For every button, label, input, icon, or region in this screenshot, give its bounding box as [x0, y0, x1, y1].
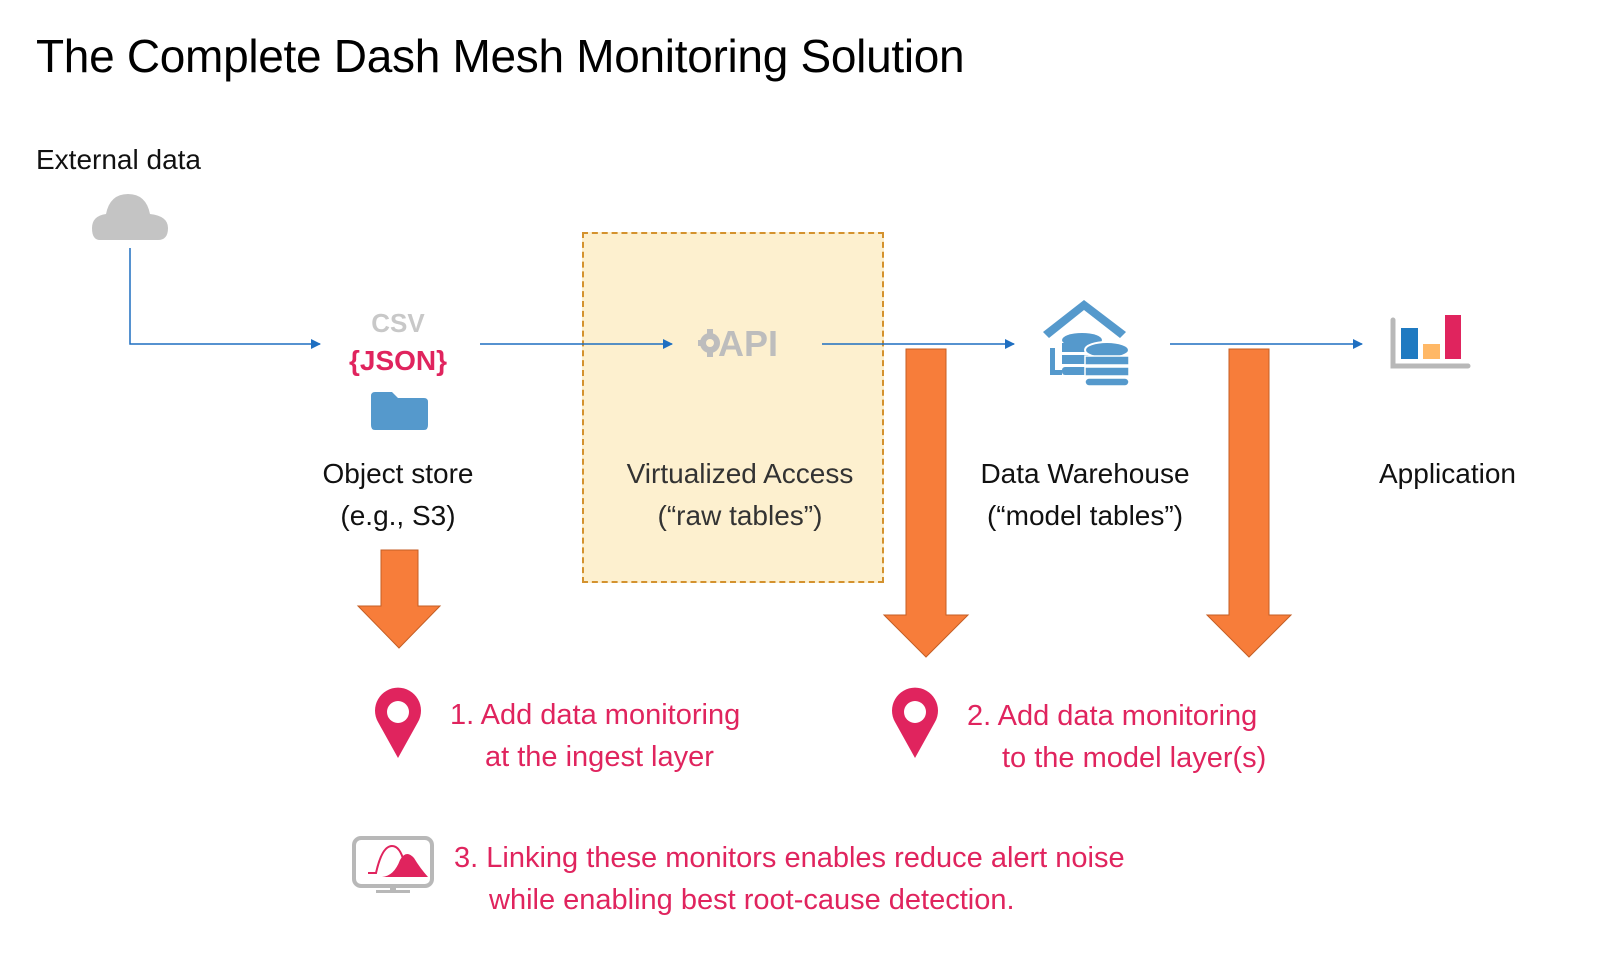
object-store-label-line2: (e.g., S3): [340, 500, 456, 531]
note-ingest-line2: at the ingest layer: [485, 741, 714, 773]
object-store-label-line1: Object store: [322, 458, 474, 489]
note-linking-line2: while enabling best root-cause detection…: [489, 884, 1015, 916]
note-model-layer: 2. Add data monitoring to the model laye…: [967, 695, 1266, 779]
application-label-line1: Application: [1379, 458, 1516, 489]
monitor-distribution-icon: [352, 836, 434, 893]
virtualized-access-box: [582, 232, 884, 583]
monitor-arrow-ingest: [356, 549, 442, 649]
application-label: Application: [1355, 453, 1540, 495]
data-warehouse-label-line1: Data Warehouse: [980, 458, 1190, 489]
data-warehouse-label-line2: (“model tables”): [986, 500, 1184, 531]
virtualized-access-label: Virtualized Access (“raw tables”): [595, 453, 885, 537]
external-data-label: External data: [36, 144, 201, 175]
note-model-line1: 2. Add data monitoring: [967, 700, 1258, 732]
json-icon: {JSON}: [349, 345, 447, 376]
note-ingest-line1: 1. Add data monitoring: [450, 699, 741, 731]
note-linking-monitors: 3. Linking these monitors enables reduce…: [454, 837, 1125, 921]
note-model-line2: to the model layer(s): [1002, 742, 1267, 774]
map-pin-icon: [375, 687, 421, 758]
csv-icon: CSV: [371, 308, 425, 338]
data-warehouse-label: Data Warehouse (“model tables”): [955, 453, 1215, 537]
folder-icon: [371, 392, 428, 430]
api-gear-icon: API: [698, 323, 778, 364]
object-store-label: Object store (e.g., S3): [298, 453, 498, 537]
cloud-icon: [92, 194, 168, 240]
monitor-arrow-model: [1205, 348, 1293, 658]
connector-external-to-object-store: [129, 248, 321, 349]
data-warehouse-icon: [1043, 300, 1130, 387]
bar-chart-icon: [1390, 315, 1471, 369]
note-linking-line1: 3. Linking these monitors enables reduce…: [454, 842, 1125, 874]
monitor-arrow-raw: [882, 348, 970, 658]
page-title: The Complete Dash Mesh Monitoring Soluti…: [36, 30, 965, 82]
virtualized-access-label-line1: Virtualized Access: [626, 458, 854, 489]
api-icon-text: API: [718, 323, 778, 364]
virtualized-access-label-line2: (“raw tables”): [657, 500, 823, 531]
map-pin-icon: [892, 687, 938, 758]
note-ingest-layer: 1. Add data monitoring at the ingest lay…: [450, 694, 740, 778]
